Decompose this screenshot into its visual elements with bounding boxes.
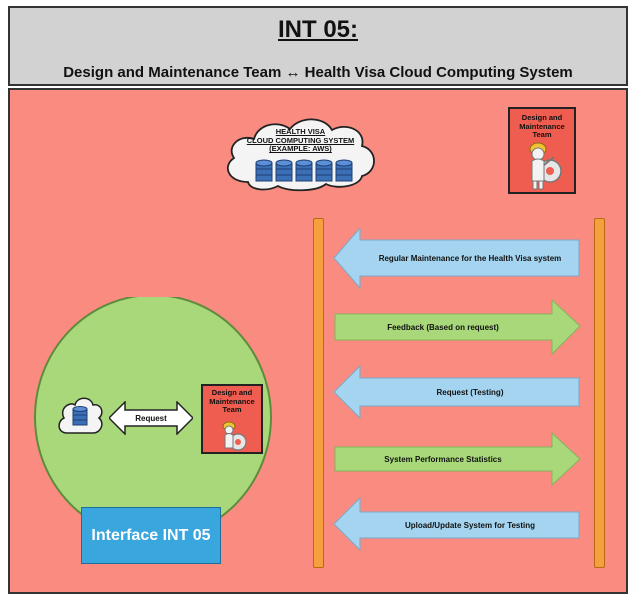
team-box: Design and Maintenance Team <box>508 107 576 194</box>
database-icon <box>275 159 293 182</box>
right-lifeline-bar <box>594 218 605 568</box>
database-icon <box>315 159 333 182</box>
circle-team-box: Design and Maintenance Team <box>201 384 263 454</box>
flow-arrow-5 <box>334 496 580 552</box>
left-lifeline-bar <box>313 218 324 568</box>
flow-label-5: Upload/Update System for Testing <box>404 520 536 530</box>
cloud-line-3: (EXAMPLE: AWS) <box>269 144 332 154</box>
flow-arrow-1 <box>334 228 580 290</box>
database-icon <box>295 159 313 182</box>
flow-label-1: Regular Maintenance for the Health Visa … <box>378 253 562 263</box>
request-double-arrow <box>109 401 193 435</box>
small-cloud-icon <box>58 397 103 434</box>
flow-label-3: Request (Testing) <box>436 387 504 397</box>
circle-team-label: Design and Maintenance Team <box>203 388 261 415</box>
team-label: Design and Maintenance Team <box>510 113 574 140</box>
circle-team-line-2: Maintenance <box>209 396 255 406</box>
cloud-system: HEALTH VISA CLOUD COMPUTING SYSTEM (EXAM… <box>218 110 383 195</box>
team-label-line-2: Maintenance Team <box>519 121 565 140</box>
engineer-gear-icon <box>529 142 562 190</box>
cloud-title: HEALTH VISA CLOUD COMPUTING SYSTEM (EXAM… <box>238 127 363 154</box>
database-icons <box>255 159 353 182</box>
small-engineer-icon <box>222 421 247 451</box>
page-title: INT 05: <box>277 16 358 43</box>
flow-arrow-2 <box>334 298 581 356</box>
cloud-line-1: HEALTH VISA <box>275 127 326 136</box>
circle-team-line-3: Team <box>222 405 242 415</box>
flow-label-4: System Performance Statistics <box>384 454 502 464</box>
request-label: Request <box>135 413 167 423</box>
cloud-line-2: CLOUD COMPUTING SYSTEM <box>246 135 355 145</box>
database-icon <box>255 159 273 182</box>
flow-arrows <box>334 228 581 552</box>
team-label-line-1: Design and <box>521 113 563 122</box>
circle-team-line-1: Design and <box>211 388 253 397</box>
header-panel: INT 05: Design and Maintenance Team ↔ He… <box>8 6 628 86</box>
flow-arrow-4 <box>334 431 581 487</box>
page-subtitle: Design and Maintenance Team ↔ Health Vis… <box>63 64 573 81</box>
database-icon <box>335 159 353 182</box>
flow-arrow-3 <box>334 364 580 420</box>
flow-label-2: Feedback (Based on request) <box>387 322 499 332</box>
interface-id-box: Interface INT 05 <box>81 507 221 564</box>
